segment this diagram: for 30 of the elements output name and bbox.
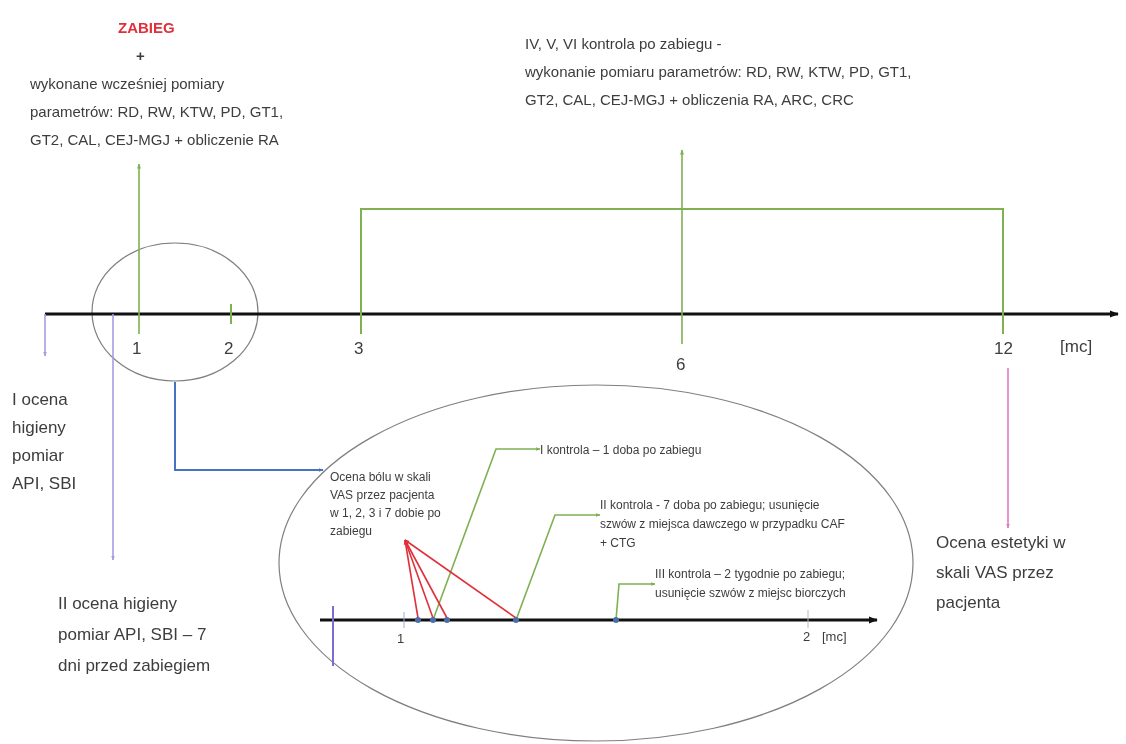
arrow xyxy=(111,313,115,561)
timeline-note: I kontrola – 1 doba po zabiegu xyxy=(540,442,703,459)
axis-tick-label: 1 xyxy=(132,340,142,357)
arrow xyxy=(1006,367,1010,529)
axis-tick-label: 6 xyxy=(676,356,686,373)
axis-tick-label: 12 xyxy=(994,340,1013,357)
arrow xyxy=(137,163,141,335)
timeline-note: II kontrola - 7 doba po zabiegu; usunięcie szwów z miejsca dawczego w przypadku CAF + CTG xyxy=(600,497,846,552)
plus-sign: + xyxy=(136,46,145,66)
timeline-note: I ocena higieny pomiar API, SBI xyxy=(12,389,78,495)
axis-tick-label: [mc] xyxy=(822,630,847,643)
timeline-note: II ocena higieny pomiar API, SBI – 7 dni przed zabiegiem xyxy=(58,593,212,677)
timeline-note: wykonane wcześniej pomiary parametrów: RD, RW, KTW, PD, GT1, GT2, CAL, CEJ-MGJ + obliczenie RA xyxy=(30,74,285,150)
arrow xyxy=(174,381,324,472)
procedure-heading: ZABIEG xyxy=(118,18,175,38)
axis-tick-label: 1 xyxy=(397,632,405,645)
axis-tick-label: [mc] xyxy=(1060,338,1093,355)
axis-tick-label: 2 xyxy=(803,630,811,643)
arrow xyxy=(404,539,517,619)
arrow xyxy=(43,313,47,357)
arrow xyxy=(404,539,448,619)
axis-tick-label: 2 xyxy=(224,340,234,357)
timeline-note: Ocena estetyki w skali VAS przez pacjenta xyxy=(936,532,1067,614)
timeline-note: Ocena bólu w skali VAS przez pacjenta w 1, 2, 3 i 7 dobie po zabiegu xyxy=(330,469,442,540)
timeline-note: IV, V, VI kontrola po zabiegu - xyxy=(525,34,723,54)
timeline-note: III kontrola – 2 tygodnie po zabiegu; usunięcie szwów z miejsc biorczych xyxy=(655,566,847,602)
arrow xyxy=(680,149,684,345)
timeline-note: wykonanie pomiaru parametrów: RD, RW, KTW, PD, GT1, GT2, CAL, CEJ-MGJ + obliczenia RA, ARC, CRC xyxy=(525,62,913,110)
axis-tick-label: 3 xyxy=(354,340,364,357)
arrow xyxy=(403,539,419,619)
